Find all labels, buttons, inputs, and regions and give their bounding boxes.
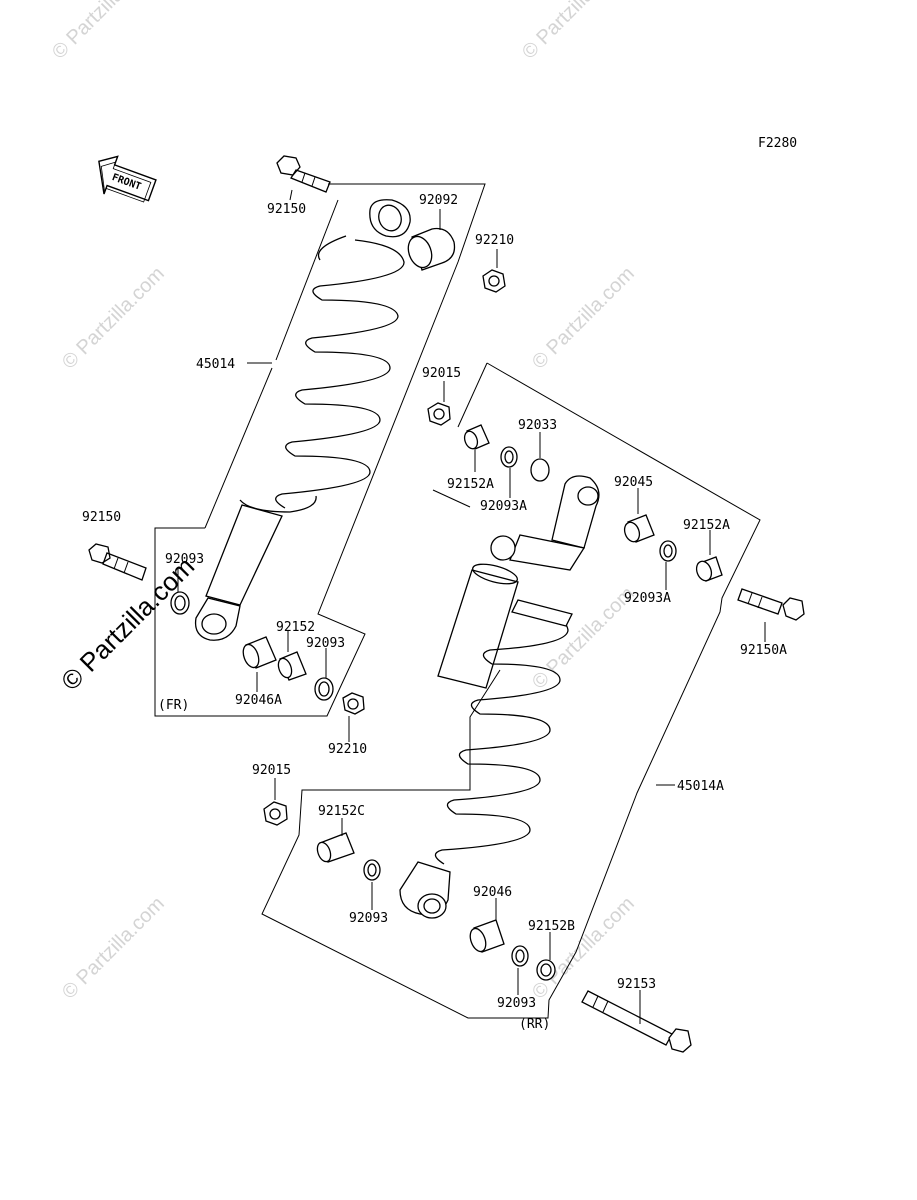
bolt-92150-top (276, 155, 331, 193)
nut-92210-bot (342, 692, 365, 715)
part-label: 92152A (447, 477, 494, 492)
part-label: 92093 (497, 996, 536, 1011)
washer-92093-fr2 (314, 677, 334, 701)
washer-92093-fr1 (170, 591, 190, 615)
part-label: 92046A (235, 693, 282, 708)
part-label: 92093A (624, 591, 671, 606)
bushing-92045 (623, 514, 655, 543)
rear-shock-group (261, 362, 805, 1053)
front-arrow-icon: FRONT (98, 155, 157, 203)
part-label: 92033 (518, 418, 557, 433)
part-label: 92015 (422, 366, 461, 381)
part-label: 92093A (480, 499, 527, 514)
part-label: 92152B (528, 919, 575, 934)
group-label-rr: (RR) (519, 1017, 550, 1032)
part-label: 92210 (328, 742, 367, 757)
part-label: 92045 (614, 475, 653, 490)
collar-92152A-left (463, 424, 490, 450)
collar-92152B (536, 959, 556, 981)
collar-92152A-right (695, 556, 723, 582)
nut-92015-top (427, 402, 451, 426)
bearing-92046 (469, 919, 505, 953)
front-shock-group (88, 155, 506, 717)
part-labels: 92150 92092 92210 45014 92150 92093 9215… (82, 193, 787, 1032)
part-label: 92210 (475, 233, 514, 248)
part-label: 92152 (276, 620, 315, 635)
bolt-92153 (581, 990, 692, 1053)
circlip-92033 (530, 458, 550, 482)
shock-45014 (194, 199, 411, 641)
watermark: © Partzilla.com (528, 583, 639, 694)
watermark: © Partzilla.com (58, 263, 169, 374)
bearing-92046A (242, 636, 277, 669)
part-label: 92093 (165, 552, 204, 567)
bolt-92150-left (88, 543, 147, 581)
part-label: 92152C (318, 804, 365, 819)
nut-92015-bot (263, 801, 288, 826)
watermark: © Partzilla.com (58, 893, 169, 1004)
washer-92093A-left (500, 446, 518, 468)
part-label: 92093 (306, 636, 345, 651)
washer-92093-rr2 (511, 945, 529, 967)
part-label: 92150 (82, 510, 121, 525)
collar-92152C (316, 832, 355, 863)
part-label: 92152A (683, 518, 730, 533)
part-label: 92150 (267, 202, 306, 217)
washer-92093-rr1 (363, 859, 381, 881)
part-label: 92046 (473, 885, 512, 900)
watermark: © Partzilla.com (48, 0, 159, 64)
part-label: 92150A (740, 643, 787, 658)
nut-92210-top (482, 269, 506, 293)
washer-92093A-right (659, 540, 677, 562)
part-label: 92093 (349, 911, 388, 926)
part-label: 92092 (419, 193, 458, 208)
shock-45014A (399, 475, 600, 919)
part-label: 45014 (196, 357, 235, 372)
part-label: 45014A (677, 779, 724, 794)
collar-92152 (277, 651, 307, 681)
part-label: 92153 (617, 977, 656, 992)
part-label: 92015 (252, 763, 291, 778)
bolt-92150A (737, 588, 805, 621)
watermark: © Partzilla.com (518, 0, 629, 64)
leader-lines (177, 189, 766, 1024)
diagram-code: F2280 (758, 136, 797, 151)
bushing-92092 (407, 227, 456, 271)
watermark: © Partzilla.com (528, 263, 639, 374)
group-label-fr: (FR) (158, 698, 189, 713)
